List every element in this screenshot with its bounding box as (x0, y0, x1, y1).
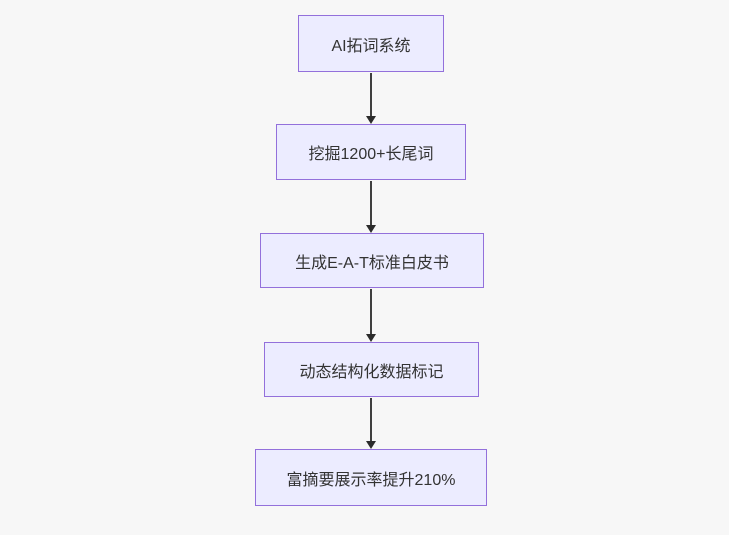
arrowhead-down-icon (366, 225, 376, 233)
flow-node-eat-whitepaper: 生成E-A-T标准白皮书 (260, 233, 484, 288)
arrow-shaft (370, 289, 372, 335)
flow-node-ai-word-expansion-system: AI拓词系统 (298, 15, 444, 72)
arrow-shaft (370, 181, 372, 226)
flow-arrow (365, 398, 377, 449)
arrow-shaft (370, 73, 372, 117)
flow-node-longtail-keywords: 挖掘1200+长尾词 (276, 124, 466, 180)
arrowhead-down-icon (366, 441, 376, 449)
arrowhead-down-icon (366, 116, 376, 124)
arrow-shaft (370, 398, 372, 442)
arrowhead-down-icon (366, 334, 376, 342)
flow-arrow (365, 181, 377, 233)
flow-arrow (365, 73, 377, 124)
flow-node-structured-data-markup: 动态结构化数据标记 (264, 342, 479, 397)
flow-node-rich-snippet-rate: 富摘要展示率提升210% (255, 449, 487, 506)
flow-arrow (365, 289, 377, 342)
